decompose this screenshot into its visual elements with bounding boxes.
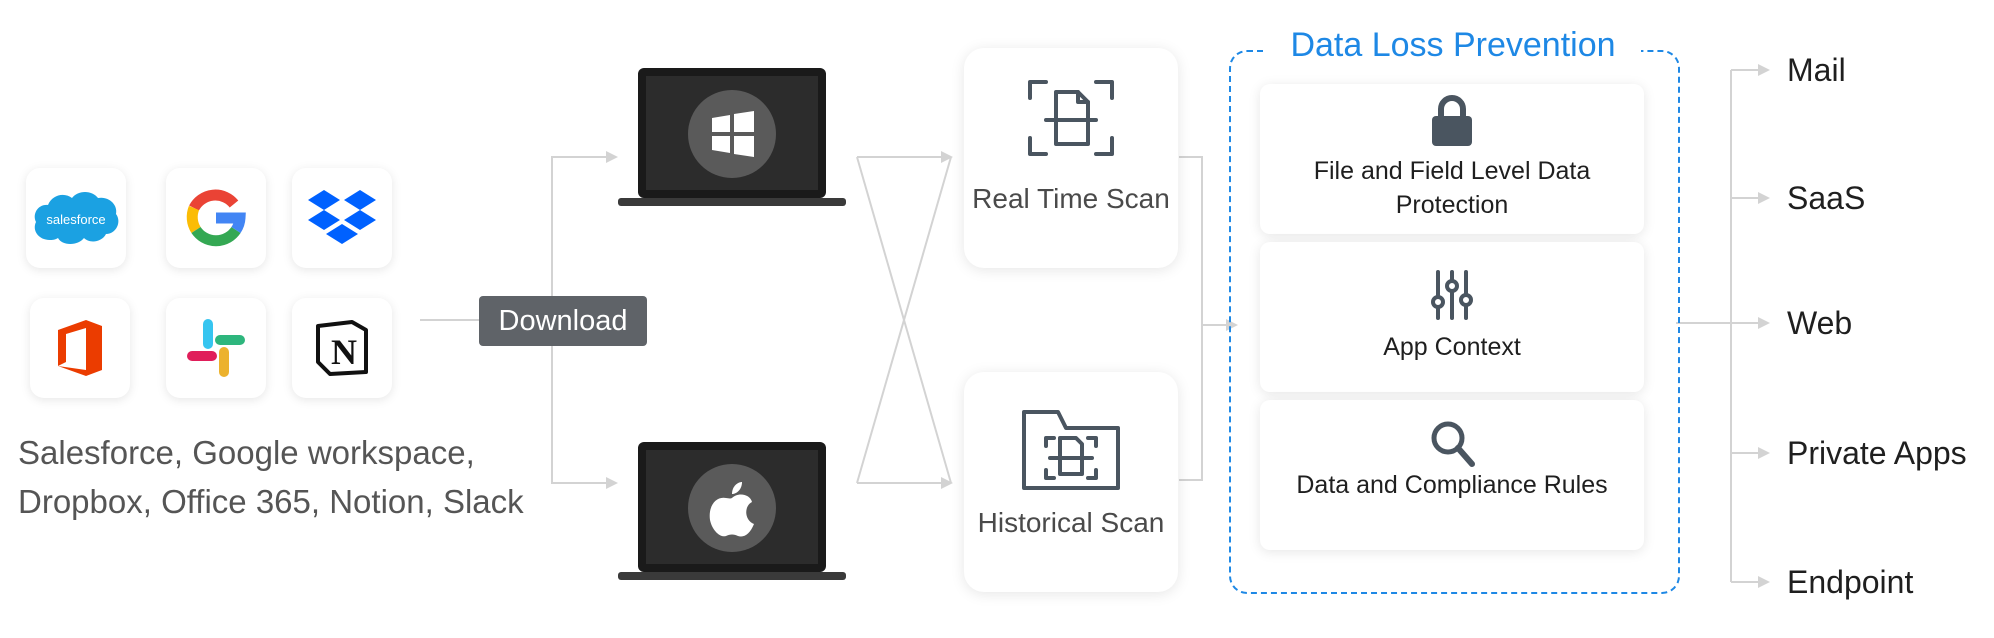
google-logo: [186, 189, 246, 247]
dlp-card-app-context: App Context: [1260, 242, 1644, 392]
destination-mail: Mail: [1787, 52, 1846, 88]
salesforce-wordmark: salesforce: [46, 212, 105, 227]
notion-wordmark: N: [331, 332, 357, 372]
real-time-scan-card: Real Time Scan: [964, 48, 1178, 268]
notion-tile: N: [292, 298, 392, 398]
dlp-card-compliance: Data and Compliance Rules: [1260, 400, 1644, 550]
apple-icon: [709, 482, 754, 537]
destination-web: Web: [1787, 305, 1853, 341]
folder-scan-icon: [1022, 410, 1120, 490]
real-time-scan-label: Real Time Scan: [972, 183, 1170, 214]
destination-saas: SaaS: [1787, 180, 1866, 216]
magnifier-icon: [1431, 421, 1475, 467]
lock-icon: [1432, 95, 1472, 146]
download-badge: Download: [479, 296, 647, 346]
dlp-title: Data Loss Prevention: [1265, 20, 1641, 70]
google-tile: [166, 168, 266, 268]
office-365-tile: [30, 298, 130, 398]
salesforce-logo: salesforce: [34, 192, 119, 244]
destination-private-apps: Private Apps: [1787, 435, 1967, 471]
slack-logo: [187, 319, 245, 377]
slack-tile: [166, 298, 266, 398]
dropbox-tile: [292, 168, 392, 268]
sliders-icon: [1431, 270, 1473, 320]
dlp-card-compliance-label: Data and Compliance Rules: [1296, 471, 1608, 499]
salesforce-tile: salesforce: [26, 168, 126, 268]
dlp-card-protection-label: File and Field Level Data Protection: [1313, 157, 1591, 219]
destination-endpoint: Endpoint: [1787, 564, 1914, 600]
scan-document-icon: [1028, 80, 1114, 156]
windows-laptop: [616, 66, 848, 213]
historical-scan-label: Historical Scan: [977, 507, 1165, 538]
notion-logo: N: [316, 320, 368, 376]
dlp-card-app-context-label: App Context: [1383, 333, 1521, 361]
dlp-card-protection: File and Field Level Data Protection: [1260, 84, 1644, 234]
dropbox-logo: [308, 190, 376, 244]
mac-laptop: [616, 440, 848, 587]
office-365-logo: [58, 320, 102, 376]
historical-scan-card: Historical Scan: [964, 372, 1178, 592]
windows-icon: [712, 111, 754, 157]
sources-caption: Salesforce, Google workspace, Dropbox, O…: [18, 434, 524, 520]
